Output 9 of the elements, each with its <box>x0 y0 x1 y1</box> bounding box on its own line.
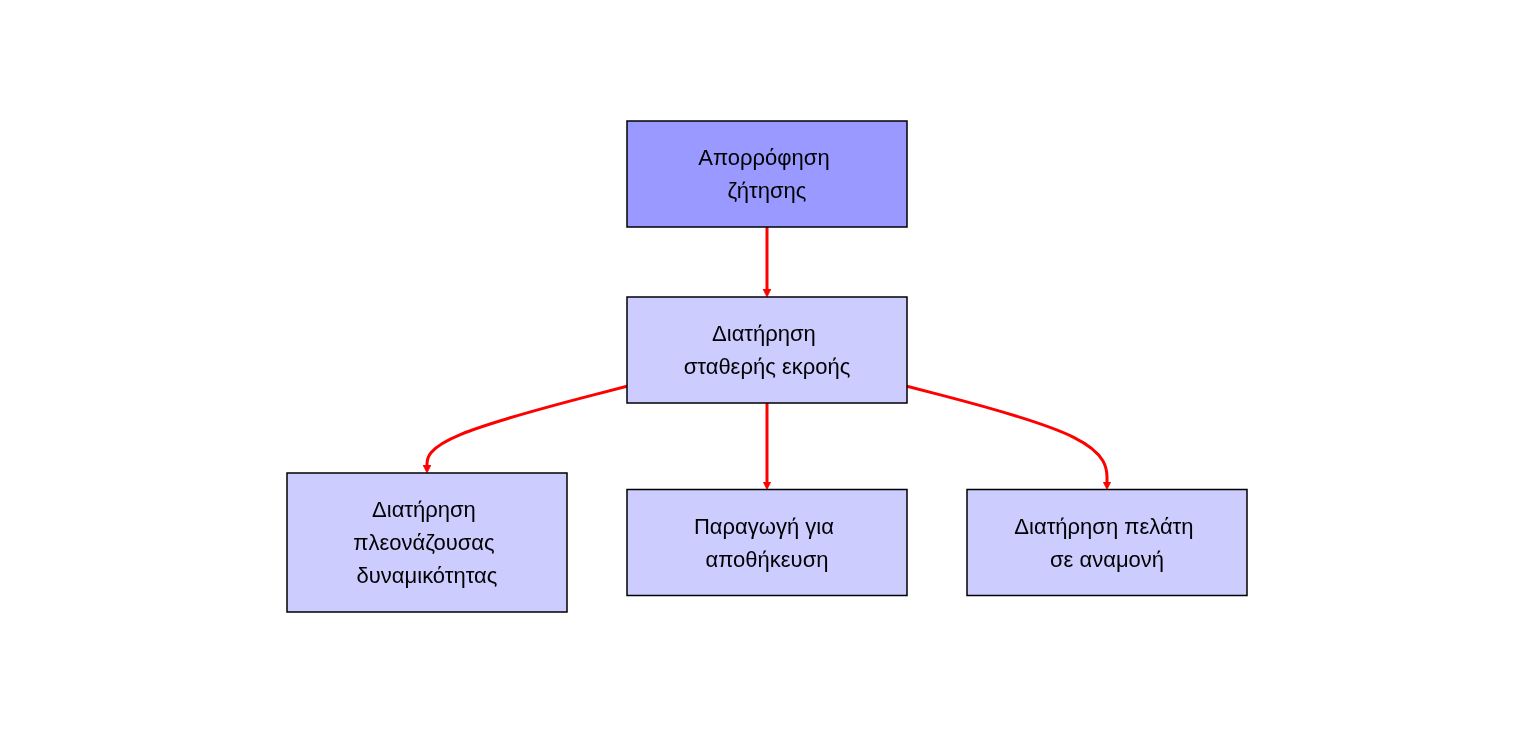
node-box: Απορρόφηση ζήτησης <box>625 120 908 228</box>
arrow <box>762 403 771 490</box>
arrow <box>762 227 771 298</box>
node-box: Διατήρηση σταθερής εκροής <box>625 296 908 404</box>
arrow <box>906 384 1111 490</box>
node-box: Διατήρηση πλεονάζουσας δυναμικότητας <box>285 472 568 613</box>
node-box: Διατήρηση πελάτη σε αναμονή <box>965 488 1248 597</box>
node-box: Παραγωγή για αποθήκευση <box>625 488 908 597</box>
arrow <box>422 384 627 474</box>
